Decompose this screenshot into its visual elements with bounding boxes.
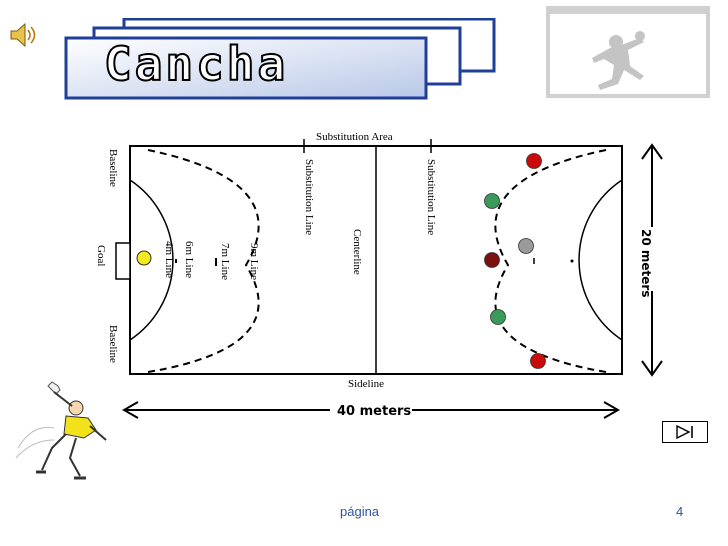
left-9m-line (147, 149, 260, 373)
speaker-icon[interactable] (8, 22, 38, 48)
baseline-top-label: Baseline (107, 149, 119, 187)
line-4m-label: 4m Line (163, 241, 175, 278)
substitution-area-label: Substitution Area (316, 131, 393, 143)
left-goal (115, 242, 131, 280)
substitution-line-left-label: Substitution Line (303, 159, 315, 235)
length-dimension-label: 40 meters (337, 404, 411, 419)
line-7m-label: 7m Line (219, 243, 231, 280)
attacker-marker (530, 353, 546, 369)
baseline-bottom-label: Baseline (107, 325, 119, 363)
right-6m-line (578, 179, 623, 341)
next-slide-button[interactable] (662, 421, 708, 443)
handball-logo-icon (546, 6, 710, 98)
width-dimension-label: 20 meters (639, 229, 653, 297)
page-title: Cancha (104, 37, 288, 91)
defender-marker (490, 309, 506, 325)
page-number: 4 (676, 504, 684, 519)
skip-next-icon (676, 424, 693, 440)
footer-label: página (340, 504, 380, 519)
centerline-label: Centerline (351, 229, 363, 275)
attacker-marker (526, 153, 542, 169)
goal-label: Goal (96, 245, 107, 266)
title-banner: Cancha (64, 18, 496, 100)
goalkeeper-marker (518, 238, 534, 254)
line-9m-label: 9m Line (248, 243, 260, 280)
ball-marker (136, 250, 152, 266)
line-6m-label: 6m Line (183, 241, 195, 278)
left-6m-line (129, 179, 174, 341)
handball-court-diagram: Substitution Area Baseline Baseline Goal… (96, 131, 663, 419)
attacker-marker (484, 252, 500, 268)
right-9m-line (494, 149, 607, 373)
sideline-label: Sideline (348, 378, 384, 390)
defender-marker (484, 193, 500, 209)
substitution-line-right-label: Substitution Line (425, 159, 437, 235)
handball-thrower-icon (15, 381, 107, 480)
